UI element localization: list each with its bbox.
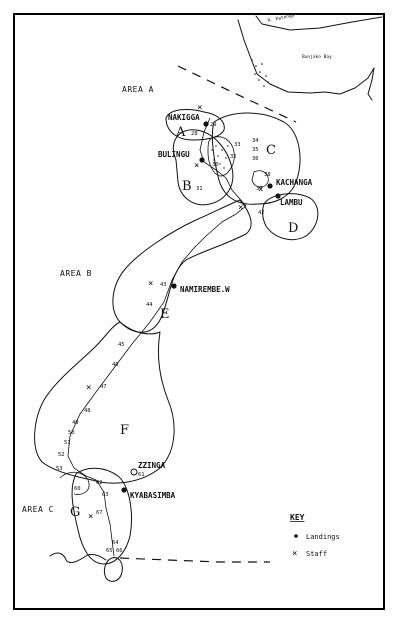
namirembe-label: NAMIREMBE.W <box>180 285 230 294</box>
station-number: 65 <box>106 548 113 554</box>
kyabasimba-bay <box>59 471 90 495</box>
key-staff-label: Staff <box>306 550 327 558</box>
station-number: 61 <box>138 472 145 478</box>
station-numbers: 28 29 30 31 32 33 34 35 36 38 37 42 43 4… <box>56 122 271 554</box>
station-number: 49 <box>72 420 79 426</box>
area-c-label: AREA C <box>22 505 54 514</box>
marsh-stipple-bulingu <box>211 145 229 169</box>
zone-a-boundary <box>165 109 225 141</box>
zone-b-letter: B <box>182 179 192 194</box>
staff-marker-d: × <box>238 203 243 213</box>
staff-marker-c: × <box>258 185 263 195</box>
station-number: 66 <box>116 548 123 554</box>
southern-coast <box>49 552 107 563</box>
landing-dot-kyabasimba <box>121 487 127 493</box>
zone-g-boundary <box>71 467 132 565</box>
bulingu-label: BULINGU <box>158 150 190 159</box>
station-number: 35 <box>252 147 259 153</box>
shoreline-east <box>367 67 375 101</box>
staff-marker-f: × <box>86 383 91 393</box>
station-number: 50 <box>68 430 75 436</box>
shoreline-north <box>237 19 375 95</box>
zone-d-letter: D <box>288 221 298 236</box>
zzinga-label: ZZINGA <box>138 461 166 470</box>
bunjako-bay-label: Bunjako Bay <box>302 54 332 60</box>
station-number: 60 <box>74 486 81 492</box>
landing-dot-zzinga <box>130 468 138 476</box>
station-number: 53 <box>56 466 63 472</box>
station-number: 62 <box>96 480 103 486</box>
station-number: 64 <box>112 540 119 546</box>
marsh-stipple-north <box>251 59 269 87</box>
station-number: 36 <box>252 156 259 162</box>
station-number: 37 <box>256 186 263 192</box>
lake-shoreline <box>67 117 247 557</box>
station-number: 33 <box>234 142 241 148</box>
landing-symbol-icon <box>294 534 298 538</box>
map-key: KEY Landings × Staff <box>290 513 340 559</box>
bulingu-island <box>207 136 235 177</box>
zone-a-letter: A <box>175 125 186 140</box>
zone-f-letter: F <box>120 423 129 438</box>
station-number: 46 <box>112 362 119 368</box>
station-number: 28 <box>191 131 198 137</box>
kachanga-islet <box>251 170 269 188</box>
station-number: 52 <box>58 452 65 458</box>
zone-c-letter: C <box>266 143 276 158</box>
zone-b-boundary <box>173 129 234 206</box>
station-number: 43 <box>160 282 167 288</box>
southern-island <box>103 557 123 582</box>
station-number: 38 <box>264 172 271 178</box>
staff-marker-b: × <box>194 161 199 171</box>
landing-dot-lambu <box>275 193 281 199</box>
staff-markers: × × × × × × × <box>86 103 263 522</box>
station-number: 48 <box>84 408 91 414</box>
staff-marker-e: × <box>148 279 153 289</box>
station-number: 51 <box>64 440 71 446</box>
station-number: 31 <box>196 186 203 192</box>
landing-dot-nakigga <box>203 121 209 127</box>
zone-c-boundary <box>211 112 301 205</box>
station-number: 63 <box>102 492 109 498</box>
zone-g-letter: G <box>70 505 80 520</box>
area-b-label: AREA B <box>60 269 92 278</box>
station-number: 44 <box>146 302 153 308</box>
kachanga-label: KACHANGA <box>276 178 313 187</box>
staff-marker-g: × <box>88 512 93 522</box>
station-number: 67 <box>96 510 103 516</box>
zone-e-boundary <box>112 199 252 333</box>
station-number: 34 <box>252 138 259 144</box>
area-boundary-south <box>119 557 270 563</box>
zone-d-boundary <box>262 193 319 241</box>
river-katonga <box>255 15 383 31</box>
landing-dots <box>121 121 281 493</box>
key-landings-label: Landings <box>306 533 340 541</box>
station-number: 47 <box>100 384 107 390</box>
nakigga-label: NAKIGGA <box>168 113 200 122</box>
area-a-label: AREA A <box>122 85 154 94</box>
station-number: 29 <box>210 122 217 128</box>
key-title: KEY <box>290 513 305 522</box>
station-number: 32 <box>230 154 237 160</box>
map-frame <box>13 13 385 610</box>
station-number: 42 <box>258 210 265 216</box>
staff-symbol-icon: × <box>292 549 297 559</box>
lambu-label: LAMBU <box>280 198 303 207</box>
landing-dot-kachanga <box>267 183 273 189</box>
zone-f-boundary <box>34 321 175 484</box>
landing-dot-bulingu <box>199 157 205 163</box>
zone-e-letter: E <box>160 307 170 322</box>
staff-marker-a: × <box>197 103 202 113</box>
station-number: 45 <box>118 342 125 348</box>
kyabasimba-label: KYABASIMBA <box>130 491 176 500</box>
station-number: 30 <box>212 162 219 168</box>
landing-dot-namirembe <box>171 283 177 289</box>
river-katonga-label: R. Katonga <box>267 12 295 24</box>
